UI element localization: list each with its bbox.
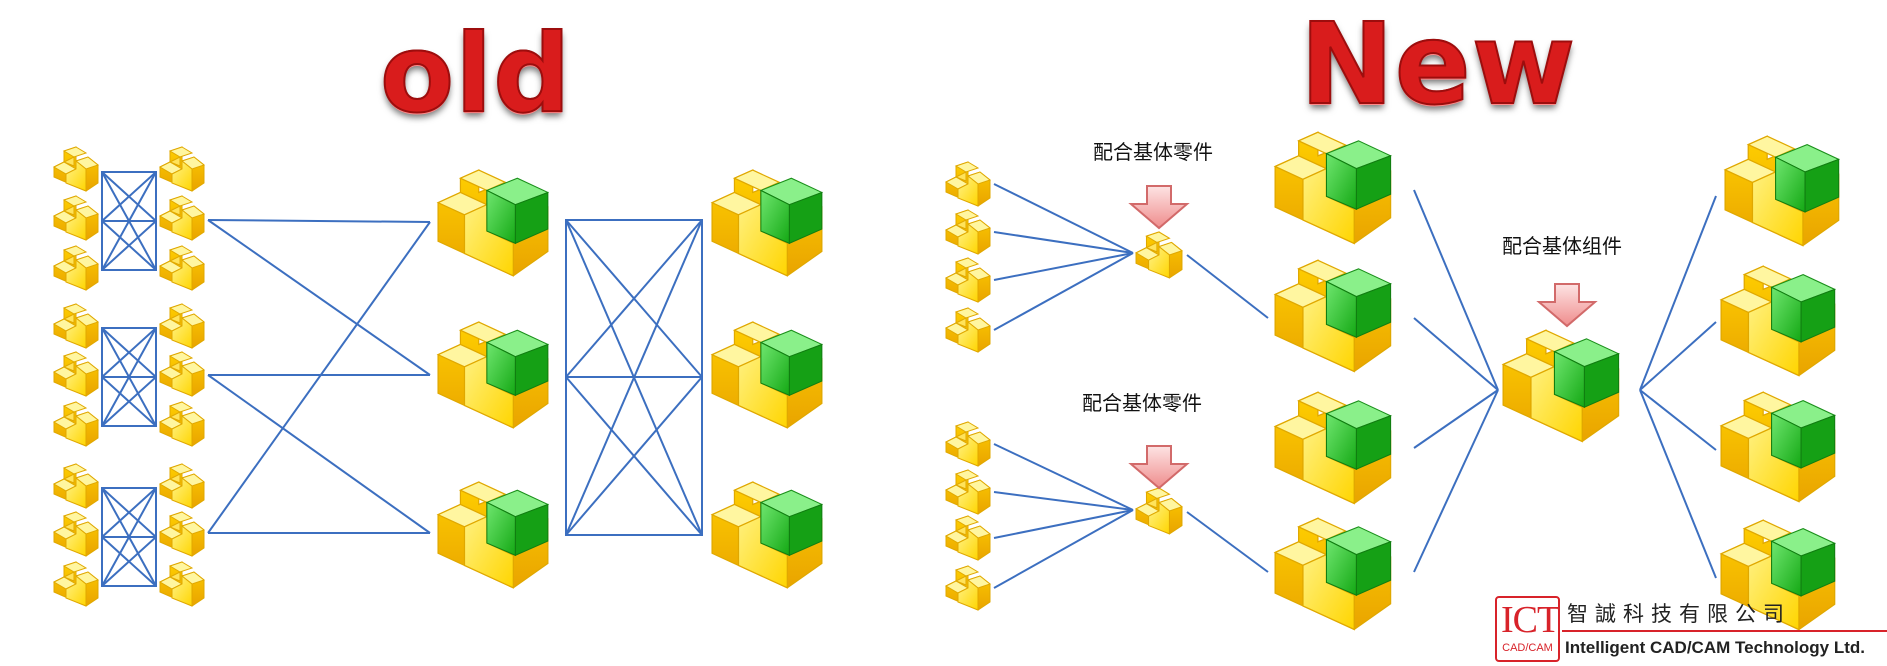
old-title: old xyxy=(379,11,572,138)
assembly-icon xyxy=(711,321,823,429)
logo-mark-text: ICT xyxy=(1501,599,1560,641)
part-icon xyxy=(945,469,991,515)
part-icon xyxy=(53,351,99,397)
mating-base-assembly-caption: 配合基体组件 xyxy=(1502,234,1622,258)
assembly-icon xyxy=(1720,391,1836,503)
old-crossbox-3 xyxy=(101,487,157,587)
part-icon xyxy=(53,303,99,349)
part-icon xyxy=(53,245,99,291)
part-icon xyxy=(53,146,99,192)
assembly-icon xyxy=(437,481,549,589)
logo-divider xyxy=(1562,630,1887,632)
assembly-icon xyxy=(437,169,549,277)
part-icon xyxy=(945,515,991,561)
assembly-icon xyxy=(1274,517,1392,631)
new-title: New xyxy=(1299,0,1577,131)
part-icon xyxy=(945,257,991,303)
part-icon xyxy=(53,561,99,607)
part-icon xyxy=(159,245,205,291)
old-assemblies xyxy=(437,169,823,589)
assembly-icon xyxy=(1724,135,1840,247)
part-icon xyxy=(159,303,205,349)
assembly-icon xyxy=(1720,265,1836,377)
down-arrow-icon xyxy=(1130,445,1188,489)
mating-base-part-caption: 配合基体零件 xyxy=(1093,140,1213,164)
down-arrow-icon xyxy=(1538,283,1596,327)
part-icon xyxy=(53,401,99,447)
part-icon xyxy=(159,351,205,397)
old-crossbox-1 xyxy=(101,171,157,271)
assembly-icon xyxy=(1274,259,1392,373)
part-icon xyxy=(159,401,205,447)
assembly-icon xyxy=(711,481,823,589)
part-icon xyxy=(159,146,205,192)
company-name-chinese: 智誠科技有限公司 xyxy=(1567,602,1791,626)
old-crossbox-2 xyxy=(101,327,157,427)
assembly-icon xyxy=(437,321,549,429)
company-name-english: Intelligent CAD/CAM Technology Ltd. xyxy=(1565,638,1865,657)
old-diagram xyxy=(101,171,703,587)
part-icon xyxy=(159,511,205,557)
new-diagram-links xyxy=(993,183,1717,589)
mating-base-assembly-icon xyxy=(1502,329,1620,443)
assembly-icon xyxy=(1274,131,1392,245)
logo-mark-subtext: CAD/CAM xyxy=(1502,642,1553,654)
part-icon xyxy=(945,421,991,467)
old-group-links xyxy=(207,219,431,534)
part-icon xyxy=(53,463,99,509)
part-icon xyxy=(159,195,205,241)
down-arrow-icon xyxy=(1130,185,1188,229)
part-icon xyxy=(53,511,99,557)
mating-base-part-icon xyxy=(1135,487,1183,535)
new-small-parts xyxy=(945,161,1183,611)
part-icon xyxy=(945,161,991,207)
old-assembly-grid xyxy=(565,219,703,536)
part-icon xyxy=(945,565,991,611)
part-icon xyxy=(159,463,205,509)
part-icon xyxy=(159,561,205,607)
new-assemblies xyxy=(1274,131,1840,631)
assembly-icon xyxy=(711,169,823,277)
part-icon xyxy=(945,307,991,353)
assembly-icon xyxy=(1274,391,1392,505)
company-logo: ICT CAD/CAM 智誠科技有限公司 Intelligent CAD/CAM… xyxy=(1495,596,1887,666)
ict-logo-mark: ICT CAD/CAM xyxy=(1495,596,1560,662)
mating-base-part-caption: 配合基体零件 xyxy=(1082,391,1202,415)
part-icon xyxy=(53,195,99,241)
mating-base-part-icon xyxy=(1135,231,1183,279)
part-icon xyxy=(945,209,991,255)
